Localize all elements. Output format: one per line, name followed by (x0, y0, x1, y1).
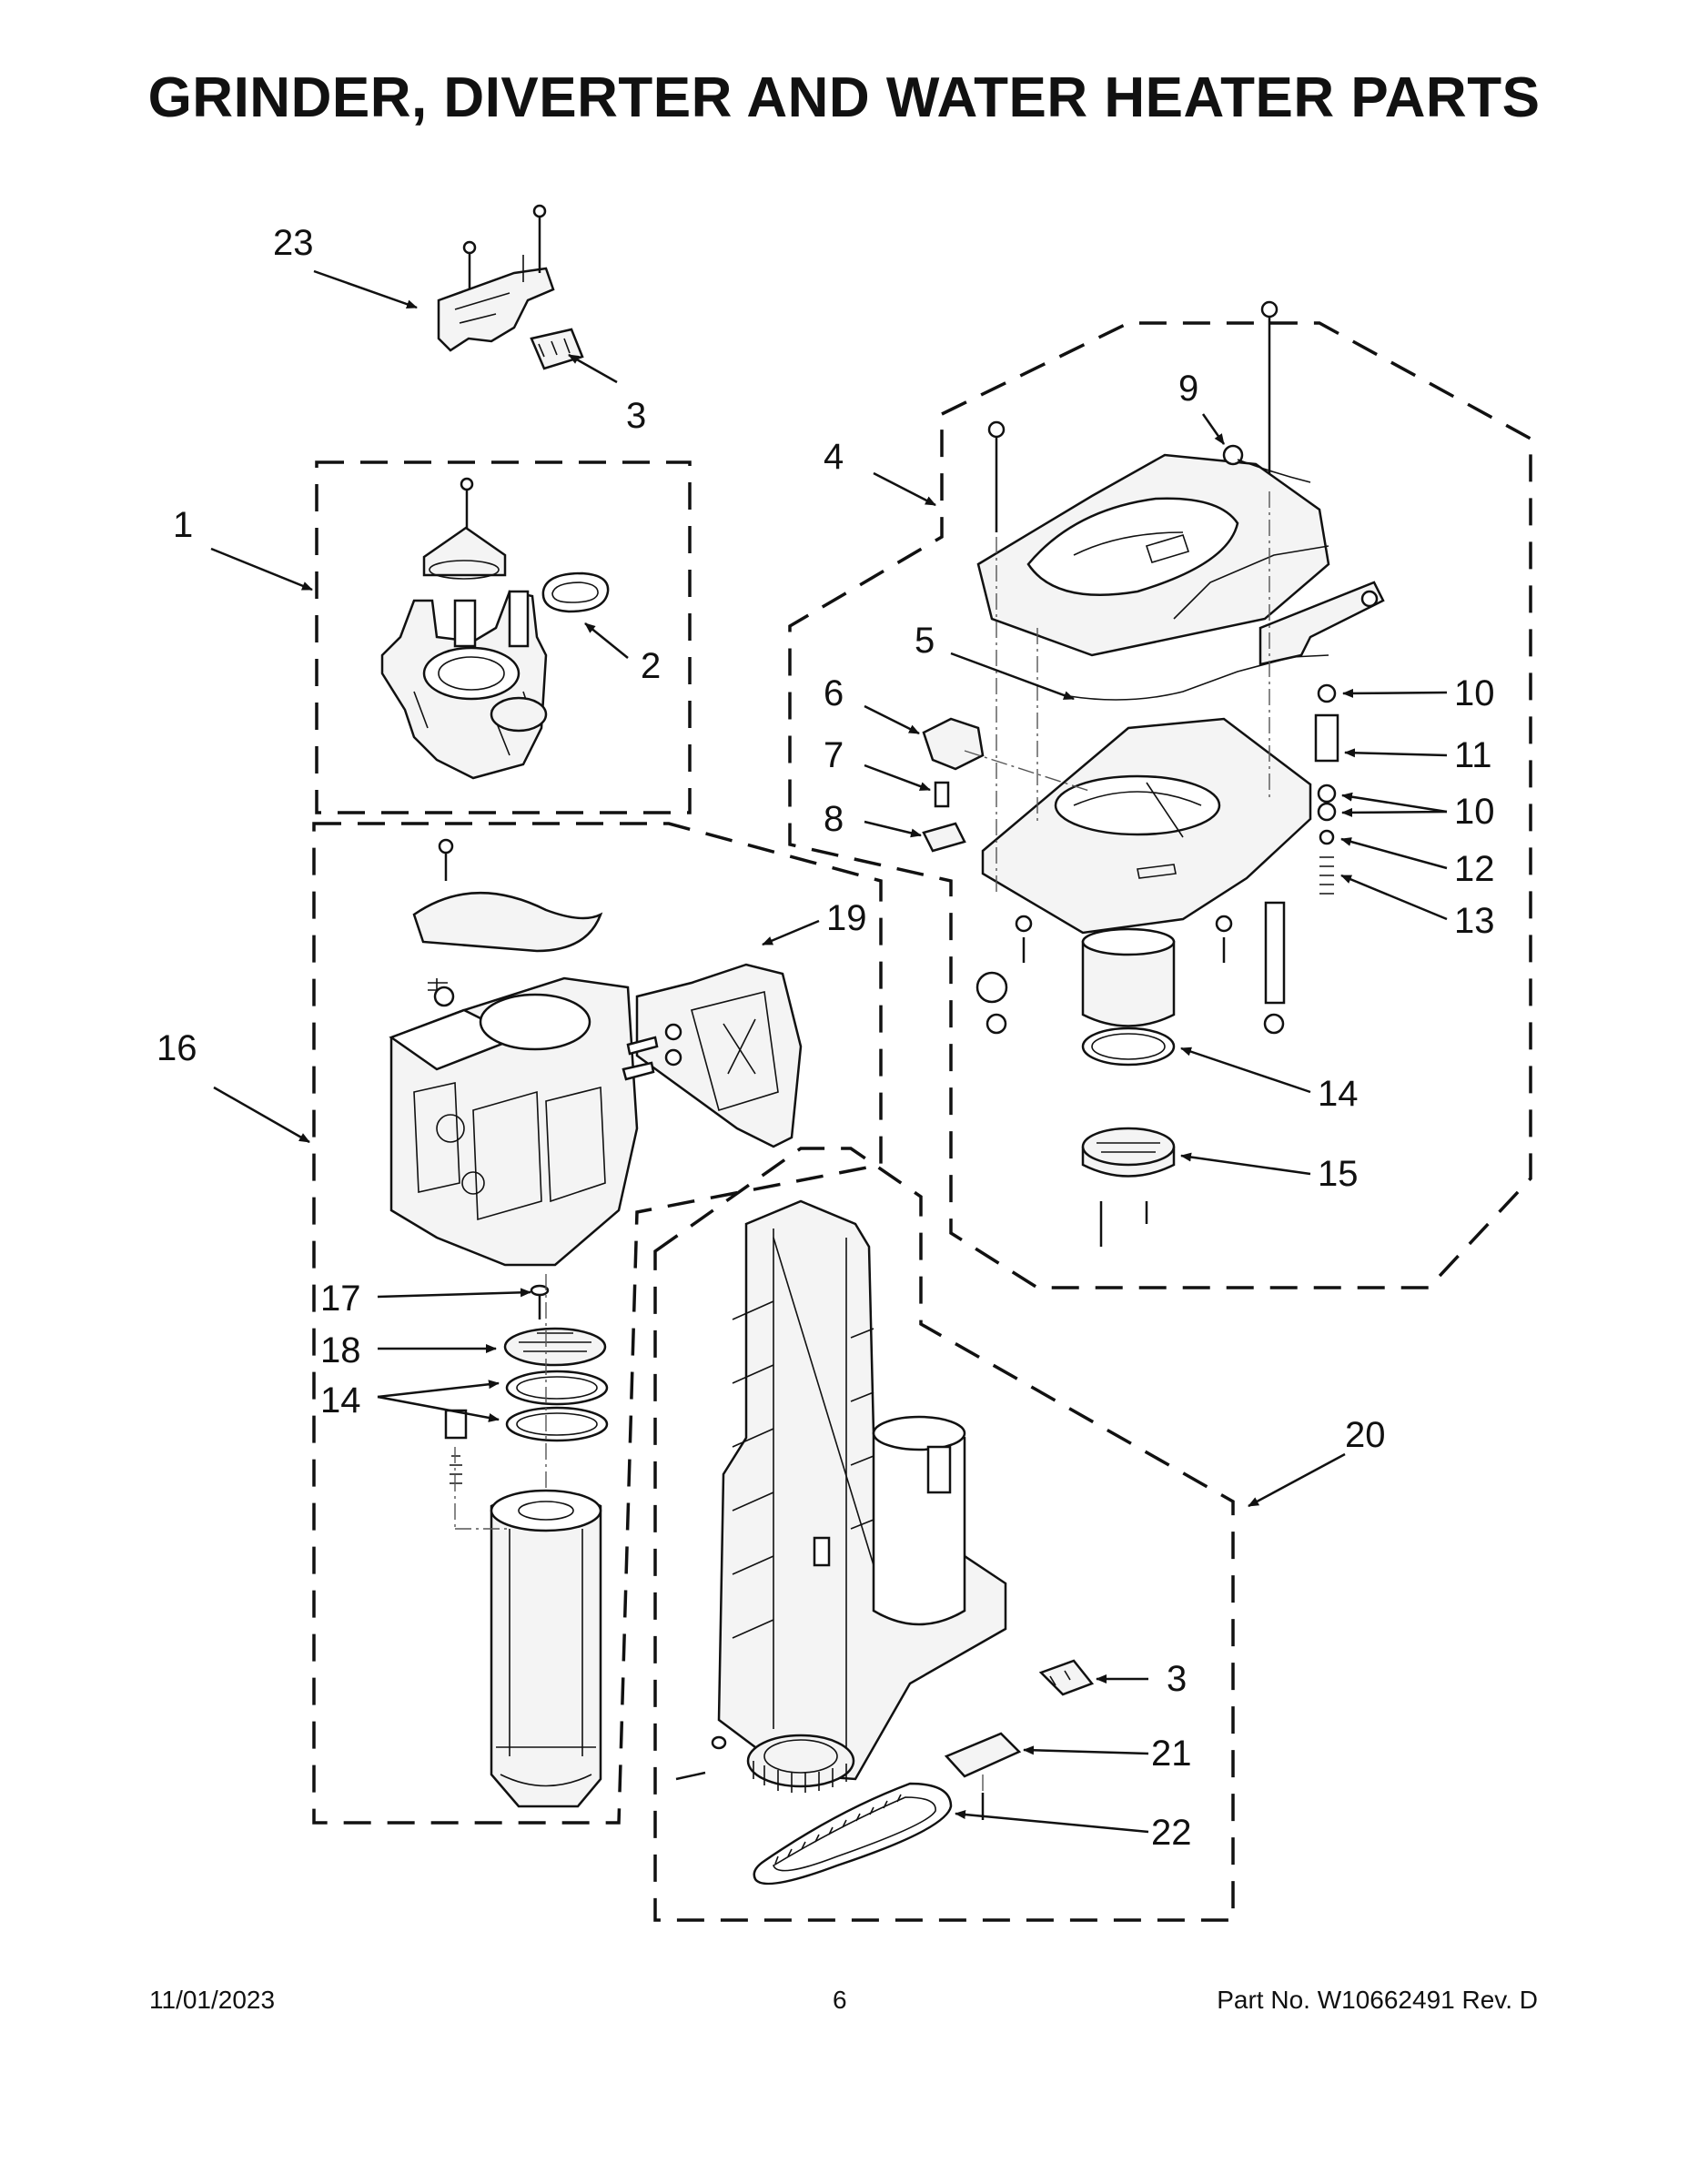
callout-3-top: 3 (626, 396, 646, 436)
group-boundary-water-heater (788, 321, 1532, 1289)
callout-18: 18 (320, 1330, 361, 1370)
callout-6: 6 (824, 673, 844, 713)
callout-5: 5 (915, 621, 935, 661)
callout-11: 11 (1454, 735, 1492, 775)
callout-21: 21 (1151, 1734, 1192, 1774)
callout-10-a: 10 (1454, 673, 1495, 713)
callout-10-b: 10 (1454, 792, 1495, 832)
heater-cartridge (444, 1409, 602, 1808)
callout-2: 2 (641, 646, 661, 686)
screw-part-17 (530, 1284, 550, 1320)
screws-and-washers (622, 1023, 682, 1081)
footer-part-number: Part No. W10662491 Rev. D (1217, 1986, 1538, 2014)
bracket-part-5 (1068, 581, 1385, 701)
callout-leaders (210, 269, 1448, 1834)
callout-22: 22 (1151, 1813, 1192, 1853)
callout-12: 12 (1454, 849, 1495, 889)
callout-14-left: 14 (320, 1380, 361, 1421)
callout-20: 20 (1345, 1415, 1386, 1455)
diverter-assembly-part-16 (389, 838, 803, 1267)
mounting-plate (981, 717, 1312, 1027)
footer-page-number: 6 (833, 1986, 847, 2014)
grinder-assembly-part-1 (380, 477, 548, 780)
callout-17: 17 (320, 1279, 361, 1319)
footer-date: 11/01/2023 (149, 1986, 276, 2014)
alignment-lines (454, 491, 1270, 1793)
callout-1: 1 (173, 505, 193, 545)
gear-pulley (675, 1734, 855, 1793)
water-heater-cover-part-4 (976, 300, 1330, 657)
callout-7: 7 (824, 735, 844, 775)
page-title: GRINDER, DIVERTER AND WATER HEATER PARTS (147, 66, 1541, 129)
callout-13: 13 (1454, 901, 1495, 941)
callout-19: 19 (826, 898, 867, 938)
callout-4: 4 (824, 437, 844, 477)
callout-9: 9 (1178, 369, 1198, 409)
group-boundary-motor (653, 1147, 1235, 1922)
thermostat-parts-6-7-8 (922, 717, 985, 853)
screen-part-15 (1081, 1127, 1176, 1247)
callout-15: 15 (1318, 1154, 1359, 1194)
callout-labels: 23 3 1 2 4 5 9 6 7 8 10 11 10 12 13 14 1… (157, 223, 1495, 1853)
group-boundary-diverter (312, 822, 883, 1825)
gasket-part-2 (541, 571, 610, 613)
callout-16: 16 (157, 1028, 197, 1068)
switch-part-3-lower (1038, 1659, 1095, 1696)
o-rings-part-14-left (505, 1370, 609, 1442)
switch-bracket-part-23 (437, 204, 584, 370)
callout-14-right: 14 (1318, 1074, 1359, 1114)
group-boundary-grinder (315, 460, 692, 814)
cable-part-9 (1222, 444, 1311, 483)
callout-3-right: 3 (1167, 1659, 1187, 1699)
motor-housing-part-20 (717, 1199, 1007, 1781)
callout-23: 23 (273, 223, 314, 263)
screen-part-18 (503, 1327, 607, 1367)
fittings-right (975, 683, 1339, 1035)
callout-8: 8 (824, 799, 844, 839)
drive-belt-part-22 (753, 1782, 953, 1886)
gasket-part-14-right (1081, 1026, 1176, 1067)
